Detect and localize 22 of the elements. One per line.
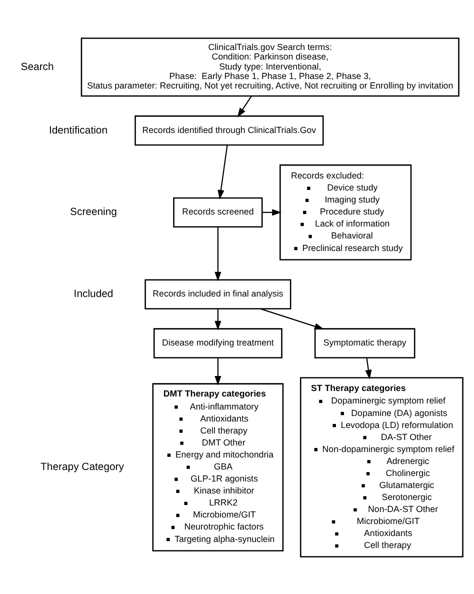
- arrow: [365, 357, 372, 379]
- arrow: [262, 208, 282, 216]
- node-box: Records identified through ClinicalTrials.Gov: [134, 114, 324, 146]
- label: Screening: [70, 206, 117, 218]
- node-box: Records excluded: Device study Imaging study Procedure study Lack of information Behavioral Preclinical research study: [280, 164, 412, 260]
- node-box: Records included in final analysis: [144, 278, 292, 309]
- node-box: DMT Therapy categories Anti-inflammatory Antioxidants Cell therapy DMT Other Energy and mitochondria GBA GLP-1R agonists Kinase inhibitor LRRK2 Microbiome/GIT Neurotrophic factors Targeting alpha-synuclein: [152, 382, 284, 551]
- node-box: ST Therapy categories Dopaminergic symptom relief Dopamine (DA) agonists Levodopa (LD) reformulation DA-ST Other Non-dopaminergic symptom relief Adrenergic Cholinergic Glutamatergic Serotonergic Non-DA-ST Other Microbiome/GIT Antioxidants Cell therapy: [300, 376, 464, 557]
- label: Search: [20, 61, 54, 72]
- label: Therapy Category: [40, 462, 124, 473]
- arrow: [214, 308, 222, 330]
- node-box: Records screened: [173, 196, 263, 227]
- arrow: [214, 357, 222, 385]
- label: Identification: [48, 124, 108, 136]
- arrow: [218, 144, 228, 199]
- label: Included: [74, 288, 114, 300]
- node-box: Symptomatic therapy: [314, 328, 416, 358]
- node-box: ClinicalTrials.gov Search terms: Condition: Parkinson disease, Study type: Interventional, Phase: Early Phase 1, Phase 1, Phase 2, Phase 3, Status parameter: Recruiting, Not yet recruiting, Active, Not recruiting or Enrolling by invitation: [80, 37, 460, 96]
- arrow: [237, 95, 252, 117]
- node-box: Disease modifying treatment: [153, 328, 282, 358]
- arrow: [260, 308, 324, 330]
- arrow: [214, 226, 222, 281]
